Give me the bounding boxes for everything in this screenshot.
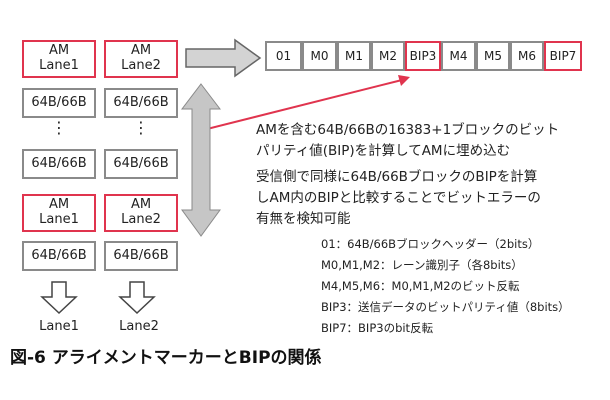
block-label: 64B/66B: [113, 247, 169, 263]
lane1-block-3: 64B/66B: [22, 241, 96, 271]
am-field-01: 01: [265, 41, 302, 71]
am-field-m5: M5: [476, 41, 510, 71]
block-label: 64B/66B: [113, 155, 169, 171]
am-expand-arrow: [185, 38, 262, 78]
figure-caption: 図-6 アライメントマーカーとBIPの関係: [10, 348, 322, 368]
description-line: しAM内のBIPと比較することでビットエラーの: [256, 190, 541, 206]
lane1-block-2: 64B/66B: [22, 149, 96, 179]
block-label: 64B/66B: [113, 94, 169, 110]
lane1-am-top: AM Lane1: [22, 40, 96, 78]
legend-item: M4,M5,M6：M0,M1,M2のビット反転: [321, 279, 520, 293]
lane2-block-3: 64B/66B: [104, 241, 178, 271]
description-bip-check: 受信側で同様に64B/66BブロックのBIPを計算 しAM内のBIPと比較するこ…: [256, 167, 541, 230]
am-label: AM: [130, 43, 152, 59]
lane2-ellipsis: ⋮: [133, 118, 149, 137]
lane-name: Lane1: [39, 58, 79, 73]
lane1-label: Lane1: [39, 319, 79, 334]
am-field-m2: M2: [371, 41, 405, 71]
am-field-m1: M1: [337, 41, 371, 71]
block-label: 64B/66B: [31, 94, 87, 110]
lane2-label: Lane2: [119, 319, 159, 334]
lane1-ellipsis: ⋮: [51, 118, 67, 137]
field-legend: 01：64B/66Bブロックヘッダー（2bits） M0,M1,M2：レーン識別…: [321, 234, 570, 339]
am-field-bip3: BIP3: [405, 41, 441, 71]
am-label: AM: [48, 197, 70, 213]
legend-item: M0,M1,M2：レーン識別子（各8bits）: [321, 258, 523, 272]
am-label: AM: [48, 43, 70, 59]
lane2-block-2: 64B/66B: [104, 149, 178, 179]
am-field-bip7: BIP7: [544, 41, 582, 71]
am-field-m6: M6: [510, 41, 544, 71]
bip-pointer-head: [398, 75, 410, 86]
lane-name: Lane2: [121, 212, 161, 227]
lane2-down-arrow: [118, 281, 156, 315]
bip-pointer-line: [206, 79, 403, 130]
description-line: 受信側で同様に64B/66BブロックのBIPを計算: [256, 169, 538, 185]
description-line: 有無を検知可能: [256, 211, 351, 227]
lane1-down-arrow: [40, 281, 78, 315]
lane2-am-top: AM Lane2: [104, 40, 178, 78]
legend-item: BIP7：BIP3のbit反転: [321, 321, 434, 335]
legend-item: BIP3：送信データのビットパリティ値（8bits）: [321, 300, 570, 314]
lane2-block-1: 64B/66B: [104, 88, 178, 118]
am-field-m4: M4: [441, 41, 476, 71]
am-label: AM: [130, 197, 152, 213]
lane1-am-bottom: AM Lane1: [22, 194, 96, 232]
block-label: 64B/66B: [31, 247, 87, 263]
lane-name: Lane1: [39, 212, 79, 227]
description-line: パリティ値(BIP)を計算してAMに埋め込む: [256, 143, 511, 159]
lane1-block-1: 64B/66B: [22, 88, 96, 118]
legend-item: 01：64B/66Bブロックヘッダー（2bits）: [321, 237, 540, 251]
lane2-am-bottom: AM Lane2: [104, 194, 178, 232]
description-line: AMを含む64B/66Bの16383+1ブロックのビット: [256, 122, 560, 138]
block-label: 64B/66B: [31, 155, 87, 171]
span-double-arrow: [180, 83, 222, 237]
lane-name: Lane2: [121, 58, 161, 73]
description-bip-embed: AMを含む64B/66Bの16383+1ブロックのビット パリティ値(BIP)を…: [256, 120, 559, 162]
am-field-m0: M0: [302, 41, 337, 71]
